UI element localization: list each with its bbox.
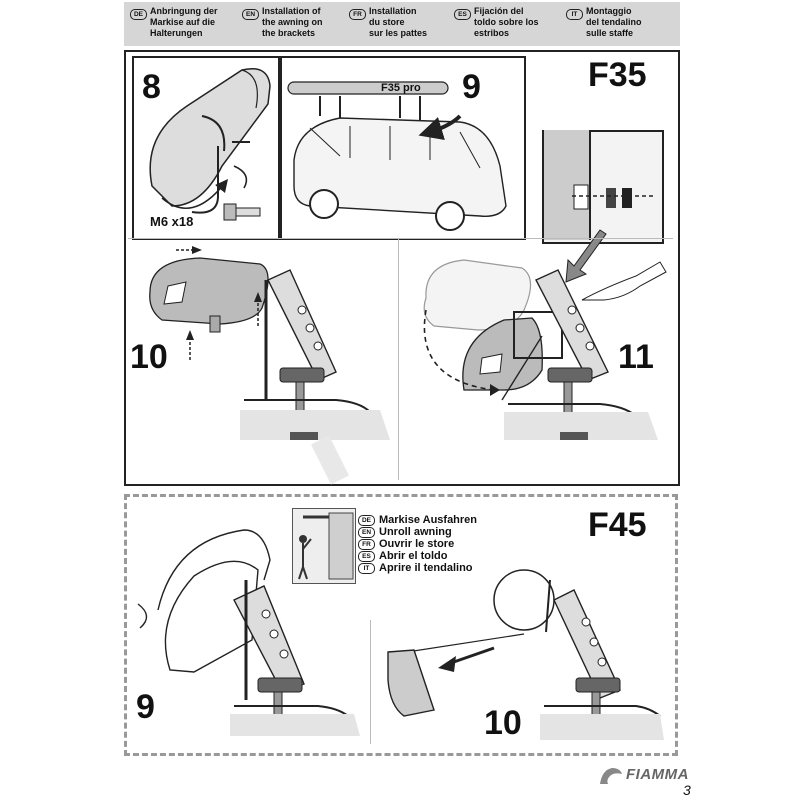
f45-model-label: F45 bbox=[588, 506, 647, 544]
lang-code-es: ES bbox=[454, 9, 471, 20]
f35-step10-number: 10 bbox=[130, 338, 168, 376]
step8-illustration bbox=[149, 68, 271, 221]
f35-row-divider bbox=[128, 238, 673, 239]
lang-code-de: DE bbox=[130, 9, 147, 20]
instruction-header: DE Anbringung der Markise auf die Halter… bbox=[124, 2, 680, 46]
unroll-inset-image bbox=[292, 508, 356, 584]
unroll-row-it: IT Aprire il tendalino bbox=[358, 562, 477, 574]
unroll-text-de: Markise Ausfahren bbox=[379, 514, 478, 526]
header-text-es: Fijación del toldo sobre los estribos bbox=[474, 6, 539, 38]
unroll-row-es: ES Abrir el toldo bbox=[358, 550, 477, 562]
f35-step10-illustration bbox=[149, 246, 390, 485]
unroll-row-de: DE Markise Ausfahren bbox=[358, 514, 477, 526]
header-lang-en: EN Installation of the awning on the bra… bbox=[242, 6, 323, 39]
unroll-instruction-list: DE Markise Ausfahren EN Unroll awning FR… bbox=[358, 514, 477, 574]
f35-model-label: F35 bbox=[588, 56, 647, 94]
unroll-code-en: EN bbox=[358, 526, 375, 538]
f35-col-divider bbox=[398, 238, 399, 480]
unroll-code-es: ES bbox=[358, 550, 375, 562]
header-lang-es: ES Fijación del toldo sobre los estribos bbox=[454, 6, 539, 39]
unroll-inset-illustration bbox=[298, 512, 354, 580]
lang-code-fr: FR bbox=[349, 9, 366, 20]
step9-illustration bbox=[287, 81, 507, 231]
brand-logo-text: FIAMMA bbox=[626, 766, 689, 783]
header-text-fr: Installation du store sur les pattes bbox=[369, 6, 428, 38]
unroll-code-de: DE bbox=[358, 514, 375, 526]
page-number: 3 bbox=[683, 782, 691, 798]
unroll-code-it: IT bbox=[358, 562, 375, 574]
bolt-detail-illustration bbox=[544, 130, 654, 240]
f45-step10-illustration bbox=[387, 569, 664, 740]
lang-code-en: EN bbox=[242, 9, 259, 20]
header-lang-de: DE Anbringung der Markise auf die Halter… bbox=[130, 6, 218, 39]
f45-step10-number: 10 bbox=[484, 704, 522, 742]
insert-arrow-icon bbox=[565, 229, 607, 283]
f35-step11-illustration bbox=[423, 259, 667, 440]
unroll-text-es: Abrir el toldo bbox=[379, 550, 448, 562]
header-text-en: Installation of the awning on the bracke… bbox=[262, 6, 323, 38]
header-lang-fr: FR Installation du store sur les pattes bbox=[349, 6, 427, 39]
step8-bolt-label: M6 x18 bbox=[150, 214, 194, 229]
step9-awning-label: F35 pro bbox=[381, 82, 421, 94]
header-lang-it: IT Montaggio del tendalino sulle staffe bbox=[566, 6, 642, 39]
header-text-de: Anbringung der Markise auf die Halterung… bbox=[150, 6, 218, 38]
f45-step9-number: 9 bbox=[136, 688, 155, 726]
fiamma-logo-icon bbox=[600, 768, 622, 784]
unroll-text-en: Unroll awning bbox=[379, 526, 452, 538]
unroll-code-fr: FR bbox=[358, 538, 375, 550]
f35-step11-number: 11 bbox=[618, 338, 654, 376]
header-text-it: Montaggio del tendalino sulle staffe bbox=[586, 6, 642, 38]
unroll-row-fr: FR Ouvrir le store bbox=[358, 538, 477, 550]
f45-col-divider bbox=[370, 620, 371, 744]
unroll-text-it: Aprire il tendalino bbox=[379, 562, 473, 574]
f45-step9-illustration bbox=[137, 529, 360, 736]
unroll-row-en: EN Unroll awning bbox=[358, 526, 477, 538]
step8-number: 8 bbox=[142, 68, 161, 106]
lang-code-it: IT bbox=[566, 9, 583, 20]
f45-panel bbox=[124, 494, 678, 756]
step9-number: 9 bbox=[462, 68, 481, 106]
unroll-text-fr: Ouvrir le store bbox=[379, 538, 455, 550]
